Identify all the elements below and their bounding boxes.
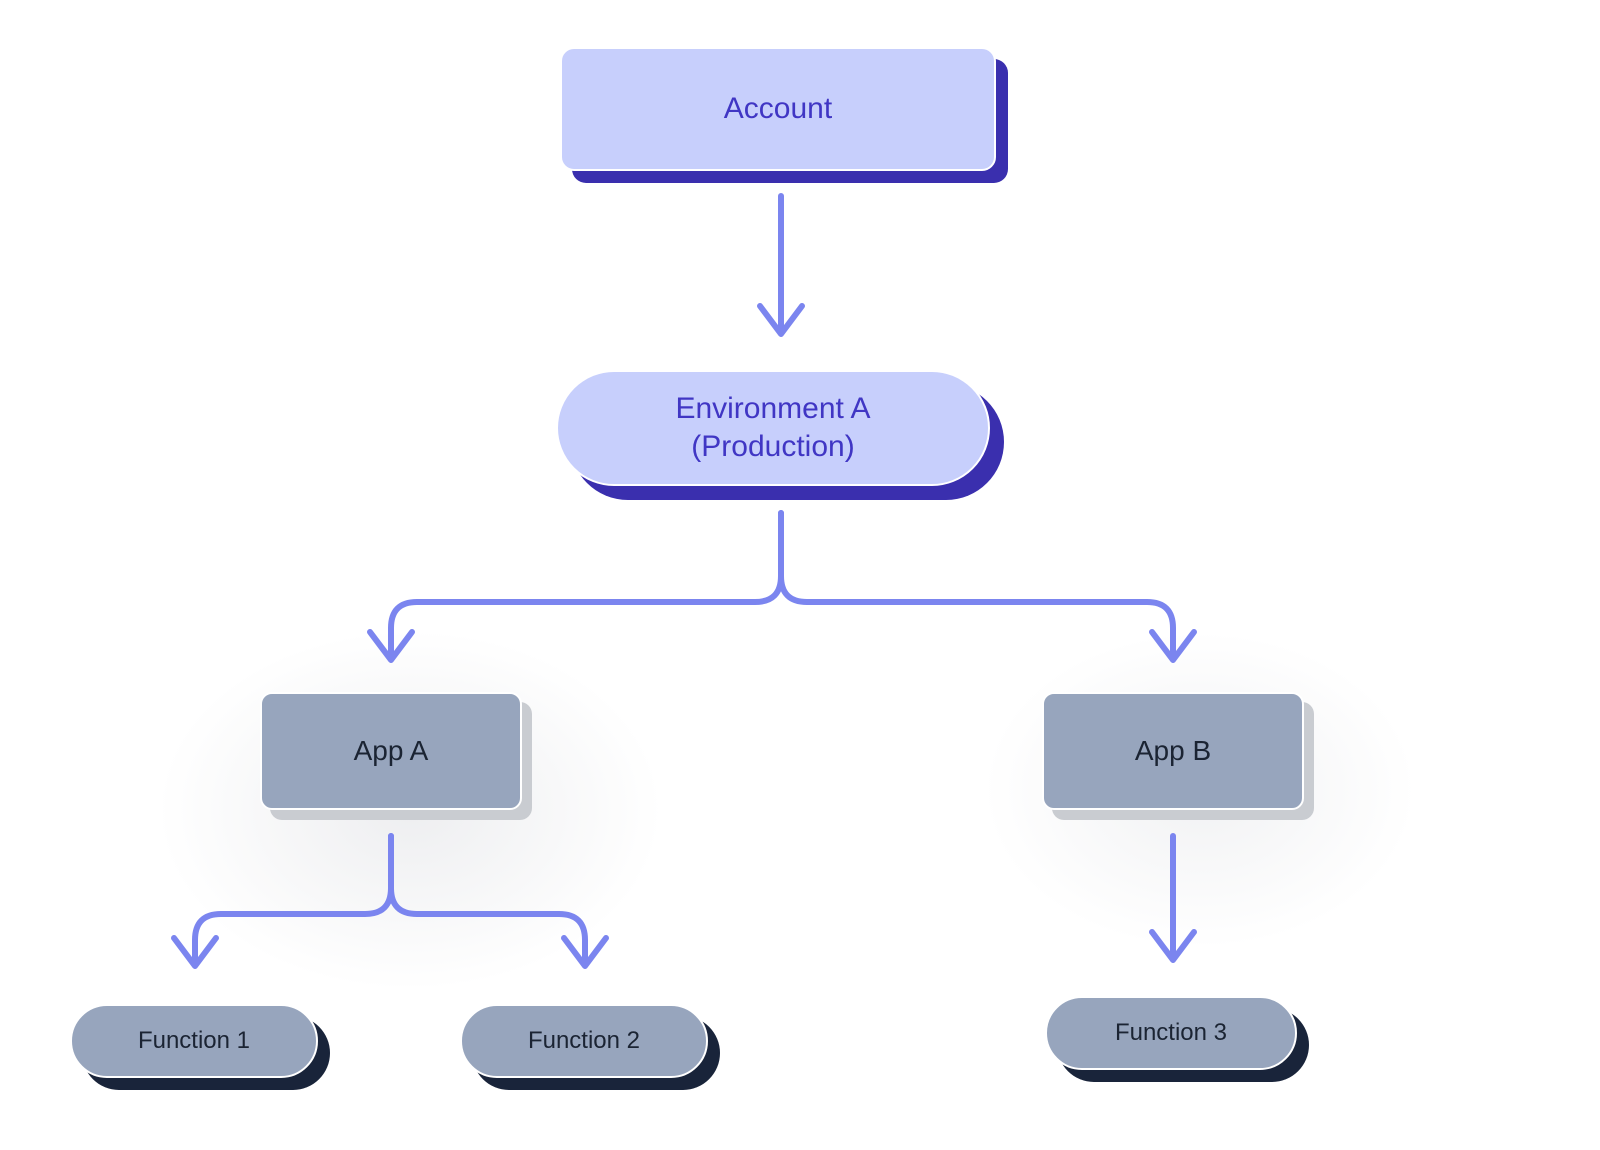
node-app-a[interactable]: App A	[260, 692, 522, 810]
node-environment-a[interactable]: Environment A (Production)	[556, 370, 990, 486]
edge-account-to-environment-a	[757, 193, 805, 337]
edge-app-b-to-function-3	[1149, 833, 1197, 963]
node-function-3[interactable]: Function 3	[1045, 996, 1297, 1070]
node-function-1-label: Function 1	[137, 1026, 251, 1054]
node-app-b[interactable]: App B	[1042, 692, 1304, 810]
edge-app-a-to-function-2	[388, 833, 609, 969]
edge-environment-a-to-app-a	[367, 510, 784, 663]
node-function-1[interactable]: Function 1	[70, 1004, 318, 1078]
node-function-2-label: Function 2	[527, 1026, 641, 1054]
node-environment-a-label: Environment A (Production)	[675, 391, 871, 463]
edge-app-a-to-function-1	[171, 833, 394, 969]
node-account-label: Account	[723, 91, 833, 125]
node-account[interactable]: Account	[560, 47, 996, 171]
node-function-3-label: Function 3	[1114, 1018, 1228, 1046]
node-app-b-label: App B	[1134, 735, 1212, 767]
edge-environment-a-to-app-b	[778, 510, 1197, 663]
node-app-a-label: App A	[353, 735, 429, 767]
node-function-2[interactable]: Function 2	[460, 1004, 708, 1078]
